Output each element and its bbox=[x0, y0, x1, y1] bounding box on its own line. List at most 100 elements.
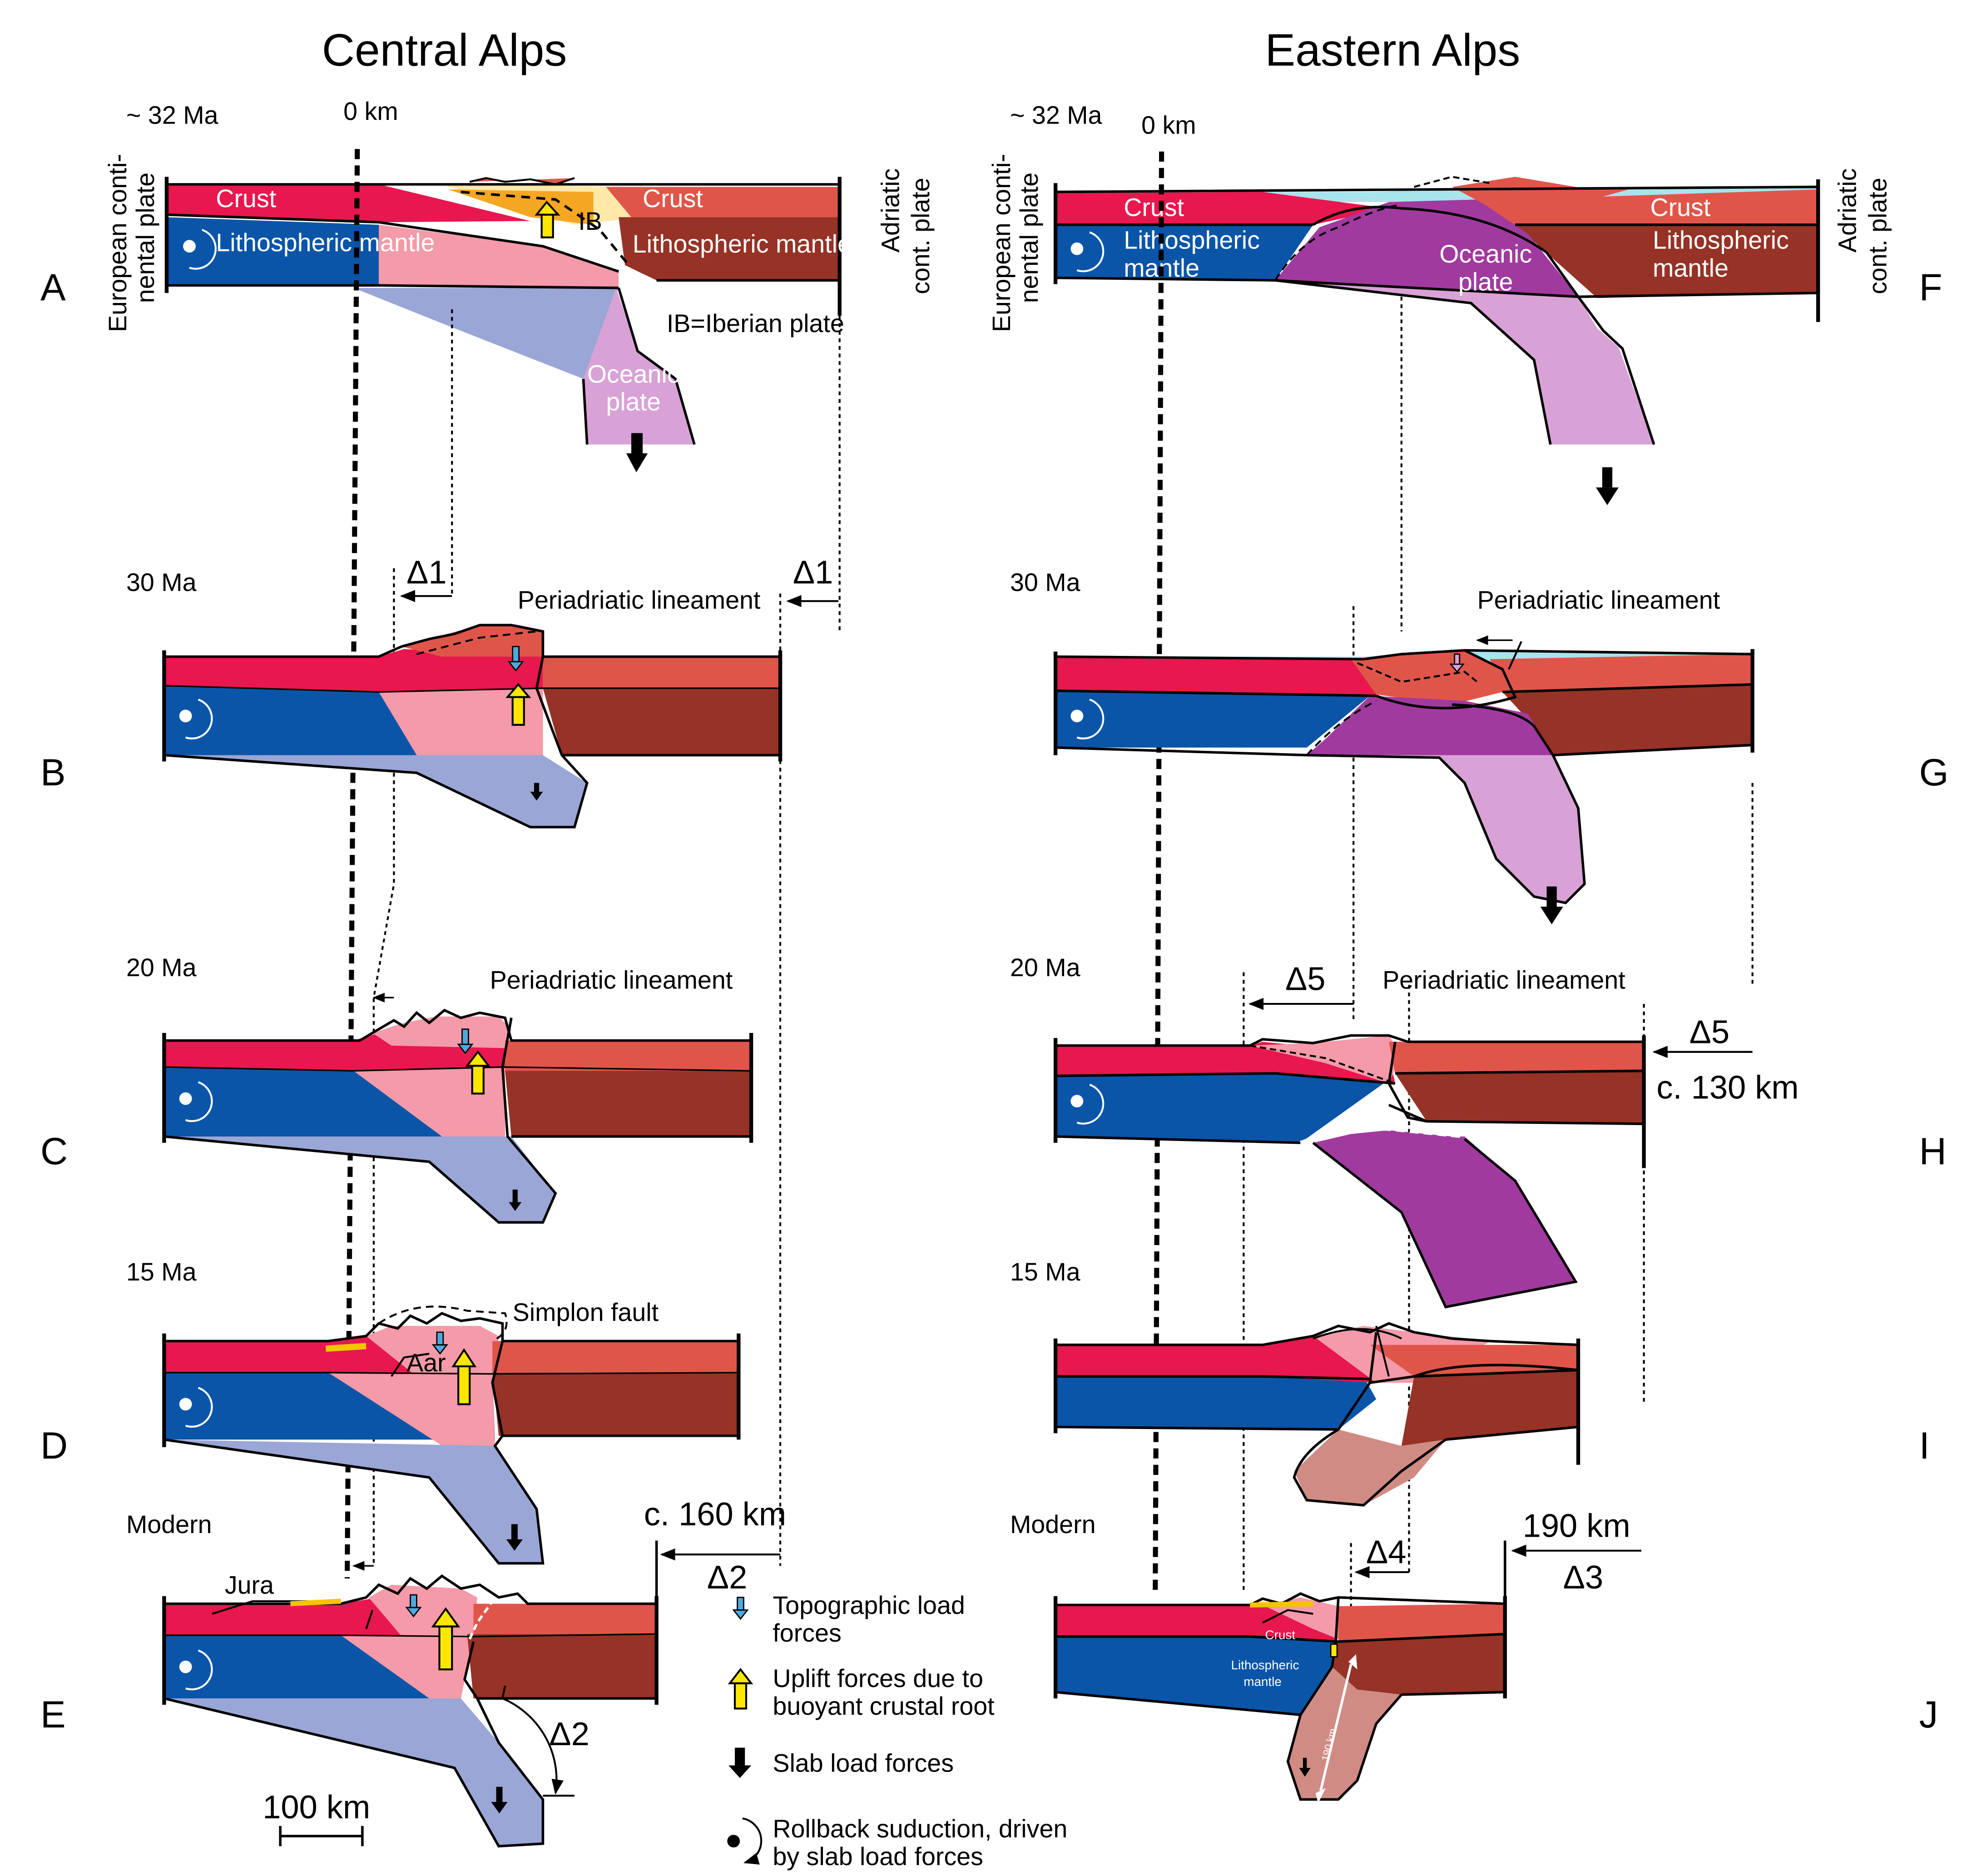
slab-light bbox=[353, 288, 619, 379]
oceanic-slab bbox=[583, 288, 694, 445]
delta-2-top: Δ2 bbox=[707, 1559, 747, 1596]
zero-km-label-east: 0 km bbox=[1141, 111, 1196, 139]
adriatic-plate-label: cont. plate bbox=[1863, 178, 1892, 294]
time-e: Modern bbox=[126, 1510, 212, 1539]
oceanic-label: Oceanic bbox=[587, 360, 680, 388]
mantle-label: Lithospheric bbox=[1653, 226, 1789, 254]
topographic-arrow-icon bbox=[732, 1609, 749, 1620]
panel-label: I bbox=[1919, 1424, 1930, 1467]
uplift-arrow-icon bbox=[728, 1668, 753, 1684]
panel-label: E bbox=[40, 1693, 66, 1736]
panel-g: 30 Ma Periadriatic lineament G bbox=[1010, 568, 1948, 924]
crust-label-small: Crust bbox=[1265, 1628, 1296, 1642]
panel-label: C bbox=[40, 1130, 68, 1172]
time-i: 15 Ma bbox=[1010, 1258, 1080, 1286]
mantle-label: Lithospheric mantle bbox=[633, 230, 852, 258]
periadriatic-label: Periadriatic lineament bbox=[518, 586, 761, 614]
delta-1-left: Δ1 bbox=[406, 554, 446, 591]
legend: Topographic load forces Uplift forces du… bbox=[727, 1591, 1067, 1871]
delta-3-label: Δ3 bbox=[1563, 1559, 1603, 1596]
uplift-arrow-a bbox=[535, 200, 560, 216]
panel-d: 15 Ma Simplon fault Aar D bbox=[40, 1258, 741, 1565]
panel-label: D bbox=[40, 1424, 68, 1467]
legend-slab: Slab load forces bbox=[773, 1749, 954, 1777]
panel-label: H bbox=[1919, 1130, 1947, 1172]
panel-j: Crust Lithospheric mantle 190 km Modern … bbox=[1010, 1510, 1938, 1803]
legend-topo: Topographic load bbox=[773, 1591, 965, 1619]
panel-i: 15 Ma I bbox=[1010, 1258, 1930, 1507]
zero-km-label: 0 km bbox=[343, 97, 398, 125]
crust-label: Crust bbox=[1650, 193, 1710, 221]
crust-label: Crust bbox=[216, 184, 276, 213]
panel-label: J bbox=[1919, 1693, 1938, 1736]
legend-uplift: buoyant crustal root bbox=[773, 1692, 995, 1720]
adriatic-plate-label: cont. plate bbox=[907, 178, 935, 294]
time-h: 20 Ma bbox=[1010, 953, 1080, 982]
delta-5-right: Δ5 bbox=[1690, 1014, 1729, 1050]
adria-crust bbox=[606, 187, 840, 218]
slab-arrow-icon bbox=[728, 1765, 752, 1778]
legend-rollback: by slab load forces bbox=[773, 1842, 983, 1871]
distance-130-label: c. 130 km bbox=[1656, 1070, 1799, 1106]
panel-h: Δ5 Δ5 c. 130 km 20 Ma Periadriatic linea… bbox=[1010, 953, 1947, 1309]
slab-arrow-a bbox=[626, 453, 648, 472]
time-d: 15 Ma bbox=[126, 1258, 197, 1286]
periadriatic-label: Periadriatic lineament bbox=[1382, 966, 1625, 994]
delta-4-label: Δ4 bbox=[1366, 1534, 1406, 1571]
panel-f: ~ 32 Ma 0 km Crust Crust Lithospheric ma… bbox=[987, 101, 1942, 505]
ib-note: IB=Iberian plate bbox=[667, 309, 844, 337]
adria-mantle bbox=[619, 217, 840, 281]
mantle-label: Lithospheric bbox=[1124, 226, 1260, 254]
delta-1-right: Δ1 bbox=[793, 554, 833, 591]
mantle-label: Lithospheric mantle bbox=[216, 228, 435, 257]
periadriatic-label: Periadriatic lineament bbox=[490, 966, 733, 994]
periadriatic-label: Periadriatic lineament bbox=[1477, 586, 1720, 614]
crust-label: Crust bbox=[1124, 193, 1184, 221]
panel-e: Δ2 Modern Jura E bbox=[40, 1510, 659, 1848]
heading-eastern-alps: Eastern Alps bbox=[1265, 25, 1520, 76]
time-b: 30 Ma bbox=[126, 568, 197, 596]
heading-central-alps: Central Alps bbox=[322, 25, 567, 76]
panel-label: F bbox=[1919, 267, 1942, 309]
rollback-legend-icon bbox=[727, 1835, 740, 1848]
simplon-label: Simplon fault bbox=[513, 1298, 659, 1326]
mantle-label: mantle bbox=[1653, 254, 1729, 282]
jura-label: Jura bbox=[225, 1571, 274, 1599]
panel-a: ~ 32 Ma 0 km Crust Crust Lithospheric ma… bbox=[40, 97, 935, 472]
ib-label: IB bbox=[578, 207, 602, 235]
panel-label: G bbox=[1919, 751, 1949, 794]
legend-uplift: Uplift forces due to bbox=[773, 1664, 983, 1692]
time-f: ~ 32 Ma bbox=[1010, 101, 1102, 129]
legend-topo: forces bbox=[773, 1619, 841, 1647]
european-plate-label: European conti- bbox=[987, 154, 1016, 333]
legend-rollback: Rollback suduction, driven bbox=[773, 1815, 1067, 1843]
distance-160-label: c. 160 km bbox=[644, 1496, 786, 1533]
time-g: 30 Ma bbox=[1010, 568, 1080, 596]
panel-label: A bbox=[40, 267, 66, 309]
time-j: Modern bbox=[1010, 1510, 1096, 1539]
panel-label: B bbox=[40, 751, 66, 794]
rollback-icon bbox=[183, 240, 196, 253]
delta-2-bottom: Δ2 bbox=[549, 1716, 589, 1752]
oceanic-label: plate bbox=[1458, 268, 1513, 296]
euro-crust bbox=[166, 184, 530, 223]
european-plate-label: nental plate bbox=[131, 173, 159, 303]
crust-label: Crust bbox=[643, 184, 703, 213]
panel-b: 30 Ma Periadriatic lineament B bbox=[40, 568, 783, 829]
european-plate-label: nental plate bbox=[1015, 173, 1043, 303]
oceanic-label: plate bbox=[606, 388, 661, 416]
european-plate-label: European conti- bbox=[104, 154, 132, 333]
scale-bar-label: 100 km bbox=[263, 1789, 370, 1826]
crustal-root bbox=[379, 224, 619, 288]
distance-190-label: 190 km bbox=[1523, 1508, 1630, 1544]
time-a: ~ 32 Ma bbox=[126, 101, 218, 129]
ib-orange bbox=[448, 189, 594, 225]
delta-5-left: Δ5 bbox=[1285, 961, 1325, 998]
time-c: 20 Ma bbox=[126, 953, 197, 982]
oceanic-label: Oceanic bbox=[1439, 240, 1532, 268]
mantle-label-small: Lithospheric bbox=[1231, 1658, 1299, 1672]
adriatic-plate-label: Adriatic bbox=[1833, 169, 1862, 253]
aar-label: Aar bbox=[406, 1349, 446, 1377]
